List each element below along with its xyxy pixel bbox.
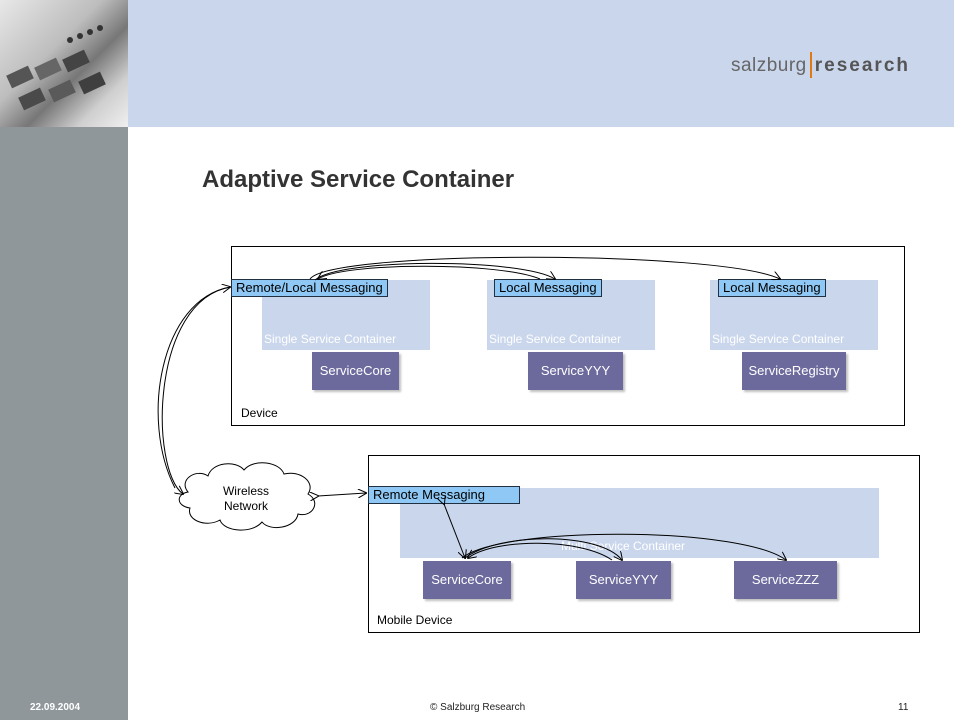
keyboard-photo-icon <box>6 25 106 111</box>
service-core-device: ServiceCore <box>312 352 399 390</box>
arrow-core-to-yyy <box>464 538 622 560</box>
device-label: Device <box>241 406 278 420</box>
wireless-network-label: Wireless Network <box>206 484 286 514</box>
local-messaging-2: Local Messaging <box>494 279 602 297</box>
arrow-yyy-to-core <box>468 542 613 561</box>
slide-title: Adaptive Service Container <box>202 166 515 193</box>
arrow-remote-to-servicecore <box>444 504 465 558</box>
service-yyy-mobile: ServiceYYY <box>576 561 671 599</box>
remote-local-messaging: Remote/Local Messaging <box>231 279 388 297</box>
header-photo <box>0 0 128 127</box>
multi-container-label: Multi Service Container <box>561 539 686 553</box>
header-band <box>128 0 954 127</box>
service-registry-device: ServiceRegistry <box>742 352 846 390</box>
container-label-2: Single Service Container <box>489 332 622 346</box>
arrow-device-to-cloud <box>161 286 232 494</box>
company-logo: salzburg research <box>731 52 910 78</box>
arrow-local2-to-remote <box>318 265 541 279</box>
footer-page-number: 11 <box>898 702 909 713</box>
container-label-1: Single Service Container <box>264 332 397 346</box>
logo-part2: research <box>814 55 910 76</box>
wireless-network-cloud-icon <box>178 462 316 531</box>
network-line1: Wireless <box>222 484 269 498</box>
service-zzz-mobile: ServiceZZZ <box>734 561 837 599</box>
arrow-remote-to-local2 <box>314 262 555 281</box>
service-yyy-device: ServiceYYY <box>528 352 623 390</box>
footer-date: 22.09.2004 <box>30 702 81 713</box>
footer-copyright: © Salzburg Research <box>430 702 526 713</box>
mobile-device-label: Mobile Device <box>377 613 453 627</box>
service-core-mobile: ServiceCore <box>423 561 511 599</box>
arrow-cloud-to-device <box>157 287 230 489</box>
logo-part1: salzburg <box>730 55 807 76</box>
logo-divider <box>809 52 812 78</box>
network-line2: Network <box>223 499 268 513</box>
arrow-remote-to-local3 <box>309 256 780 279</box>
sidebar-band <box>0 127 128 720</box>
arrow-cloud-remote-messaging <box>318 493 366 496</box>
container-label-3: Single Service Container <box>712 332 845 346</box>
arrow-core-to-zzz <box>461 533 786 560</box>
